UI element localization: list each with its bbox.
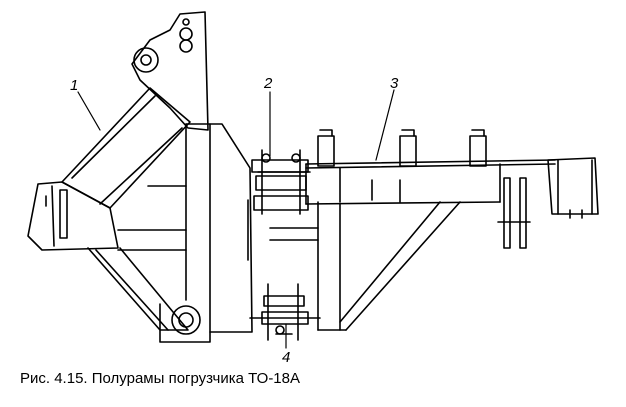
upper-hinge-joint [251,149,319,241]
front-half-frame [27,11,253,343]
callout-3: 3 [390,75,399,92]
rear-half-frame [305,129,599,331]
leader-lines [77,89,395,349]
figure-caption: Рис. 4.15. Полурамы погрузчика ТО-18А [20,370,300,387]
callout-2: 2 [263,75,273,92]
lower-hinge-joint [249,283,321,341]
callout-1: 1 [70,77,78,94]
callout-4: 4 [282,349,290,366]
